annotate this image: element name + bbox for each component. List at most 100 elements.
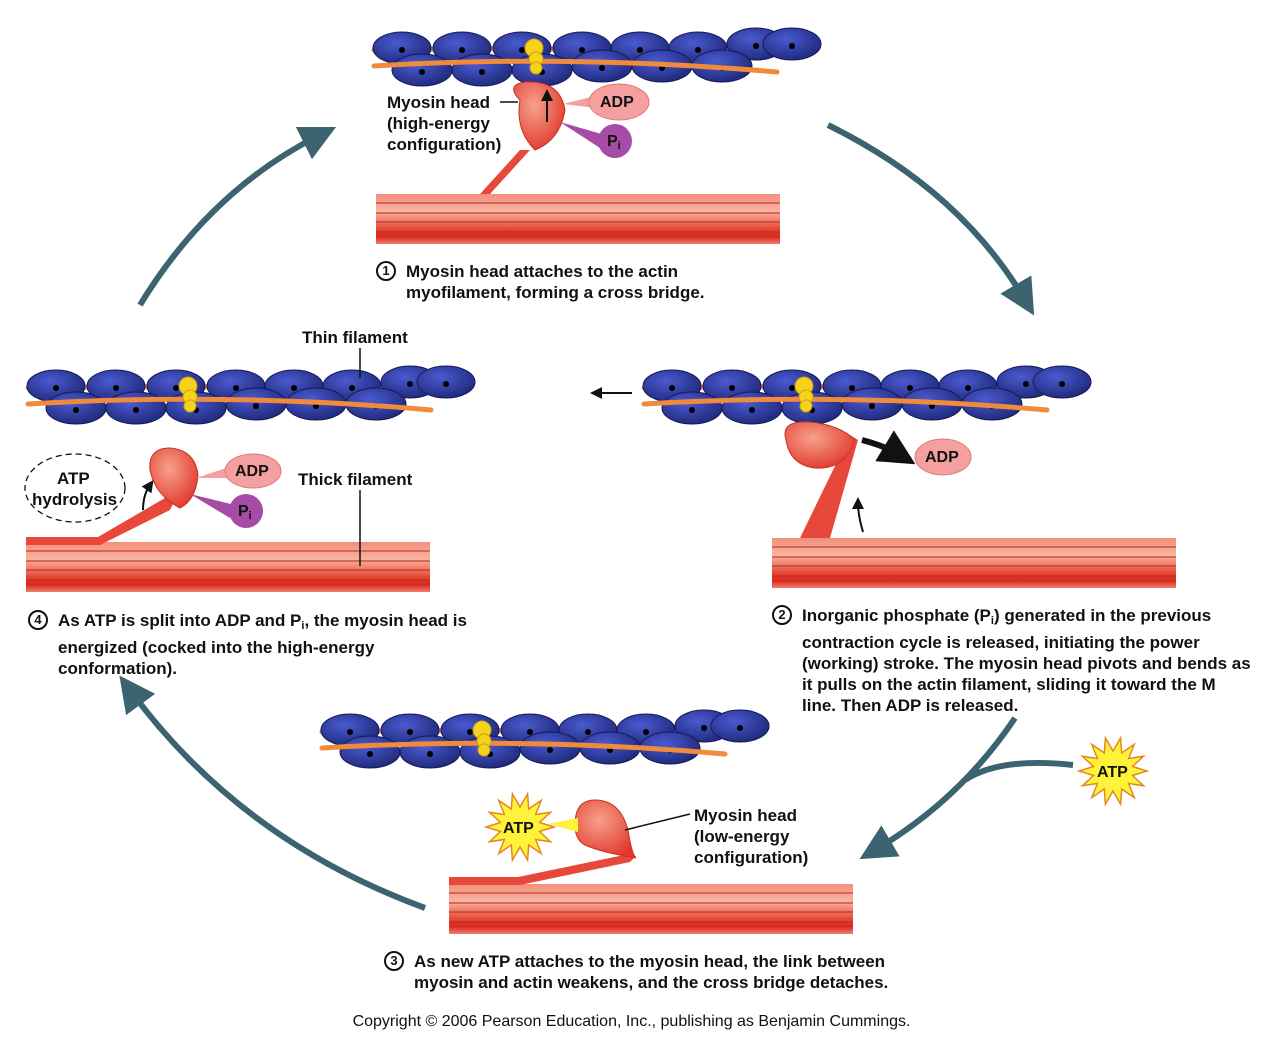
cycle-arrow-2-to-3 — [859, 716, 1018, 860]
actin-binding-site — [701, 725, 707, 731]
troponin-complex — [799, 399, 813, 413]
myosin-head-high-label-2: (high-energy — [387, 114, 490, 133]
myosin-head-low-label-2: (low-energy — [694, 827, 790, 846]
adp-molecule-step-1 — [563, 83, 650, 121]
actin-binding-site — [907, 385, 913, 391]
actin-binding-site — [1023, 381, 1029, 387]
actin-binding-site — [427, 751, 433, 757]
cycle-arrow-3-to-4 — [119, 675, 427, 911]
actin-binding-site — [1059, 381, 1065, 387]
myosin-head-low-label-1: Myosin head — [694, 806, 797, 825]
actin-binding-site — [73, 407, 79, 413]
step-1-caption: 1 Myosin head attaches to the actin myof… — [376, 261, 756, 303]
step-number-badge: 4 — [28, 610, 48, 630]
step-number-badge: 3 — [384, 951, 404, 971]
actin-binding-site — [443, 381, 449, 387]
atp-star-shape — [483, 791, 557, 863]
myosin-head-step-2 — [784, 421, 916, 538]
actin-binding-site — [579, 47, 585, 53]
actin-binding-site — [479, 69, 485, 75]
cycle-arrow-1-to-2 — [826, 122, 1035, 316]
actin-binding-site — [869, 403, 875, 409]
myosin-head-low-label-3: configuration) — [694, 848, 809, 867]
thick-filament-step-4 — [26, 542, 430, 592]
actin-binding-site — [749, 407, 755, 413]
actin-binding-site — [643, 729, 649, 735]
actin-binding-site — [53, 385, 59, 391]
atp-hydrolysis-label-2: hydrolysis — [32, 490, 118, 509]
tropomyosin-strand — [25, 396, 434, 413]
adp-molecule-step-2 — [914, 438, 972, 476]
adp-label-step-4: ADP — [235, 463, 269, 480]
actin-binding-site — [965, 385, 971, 391]
actin-binding-site — [547, 747, 553, 753]
pi-molecule-step-4 — [190, 494, 263, 528]
atp-hydrolysis-bubble — [24, 453, 126, 523]
thin-filament-step-2 — [641, 365, 1092, 425]
myosin-head-step-1 — [480, 81, 566, 194]
troponin-complex — [183, 399, 197, 413]
actin-binding-site — [729, 385, 735, 391]
atp-star-step-3 — [483, 791, 578, 863]
actin-binding-site — [407, 381, 413, 387]
actin-binding-site — [253, 403, 259, 409]
actin-binding-site — [789, 385, 795, 391]
actin-binding-site — [173, 385, 179, 391]
actin-binding-site — [133, 407, 139, 413]
step-number-badge: 2 — [772, 605, 792, 625]
actin-binding-site — [113, 385, 119, 391]
actin-binding-site — [669, 385, 675, 391]
thin-filament-step-4 — [25, 365, 476, 425]
thick-filament-step-3 — [449, 884, 853, 934]
step-4-caption: 4 As ATP is split into ADP and Pi, the m… — [28, 610, 488, 679]
adp-label-step-2: ADP — [925, 449, 959, 466]
actin-binding-site — [467, 729, 473, 735]
tropomyosin-strand — [371, 58, 780, 75]
step-number-badge: 1 — [376, 261, 396, 281]
actin-binding-site — [695, 47, 701, 53]
adp-molecule-step-4 — [196, 453, 282, 489]
thin-filament-step-1 — [371, 27, 822, 87]
atp-label-step-3: ATP — [503, 820, 534, 837]
myosin-head-step-4 — [26, 447, 199, 545]
tropomyosin-strand — [319, 740, 728, 757]
thick-filament-step-2 — [772, 538, 1176, 588]
actin-binding-site — [599, 65, 605, 71]
myosin-head-step-3 — [449, 799, 691, 885]
myosin-head-high-label-3: configuration) — [387, 135, 502, 154]
pi-molecule-step-1 — [560, 122, 632, 158]
troponin-complex — [477, 743, 491, 757]
atp-label-input: ATP — [1097, 764, 1128, 781]
thin-filament-label: Thin filament — [302, 328, 408, 347]
actin-binding-site — [689, 407, 695, 413]
actin-binding-site — [347, 729, 353, 735]
atp-star-tail — [548, 818, 578, 832]
actin-binding-site — [233, 385, 239, 391]
actin-binding-site — [419, 69, 425, 75]
troponin-complex — [529, 61, 543, 75]
pi-label-step-1: Pi — [607, 133, 621, 152]
pi-label-step-4: Pi — [238, 503, 252, 522]
copyright-notice: Copyright © 2006 Pearson Education, Inc.… — [352, 1013, 911, 1030]
myosin-head-high-label-1: Myosin head — [387, 93, 490, 112]
actin-binding-site — [367, 751, 373, 757]
actin-binding-site — [291, 385, 297, 391]
adp-label-step-1: ADP — [600, 94, 634, 111]
actin-binding-site — [349, 385, 355, 391]
step-3-caption: 3 As new ATP attaches to the myosin head… — [384, 951, 944, 993]
actin-binding-site — [753, 43, 759, 49]
atp-star-shape — [1076, 735, 1150, 807]
actin-binding-site — [637, 47, 643, 53]
actin-binding-site — [519, 47, 525, 53]
actin-binding-site — [459, 47, 465, 53]
thin-filament-step-3 — [319, 709, 770, 769]
actin-binding-site — [737, 725, 743, 731]
actin-binding-site — [789, 43, 795, 49]
actin-binding-site — [849, 385, 855, 391]
actin-binding-site — [527, 729, 533, 735]
thick-filament-label: Thick filament — [298, 470, 413, 489]
actin-binding-site — [585, 729, 591, 735]
actin-binding-site — [399, 47, 405, 53]
atp-hydrolysis-label-1: ATP — [57, 469, 90, 488]
